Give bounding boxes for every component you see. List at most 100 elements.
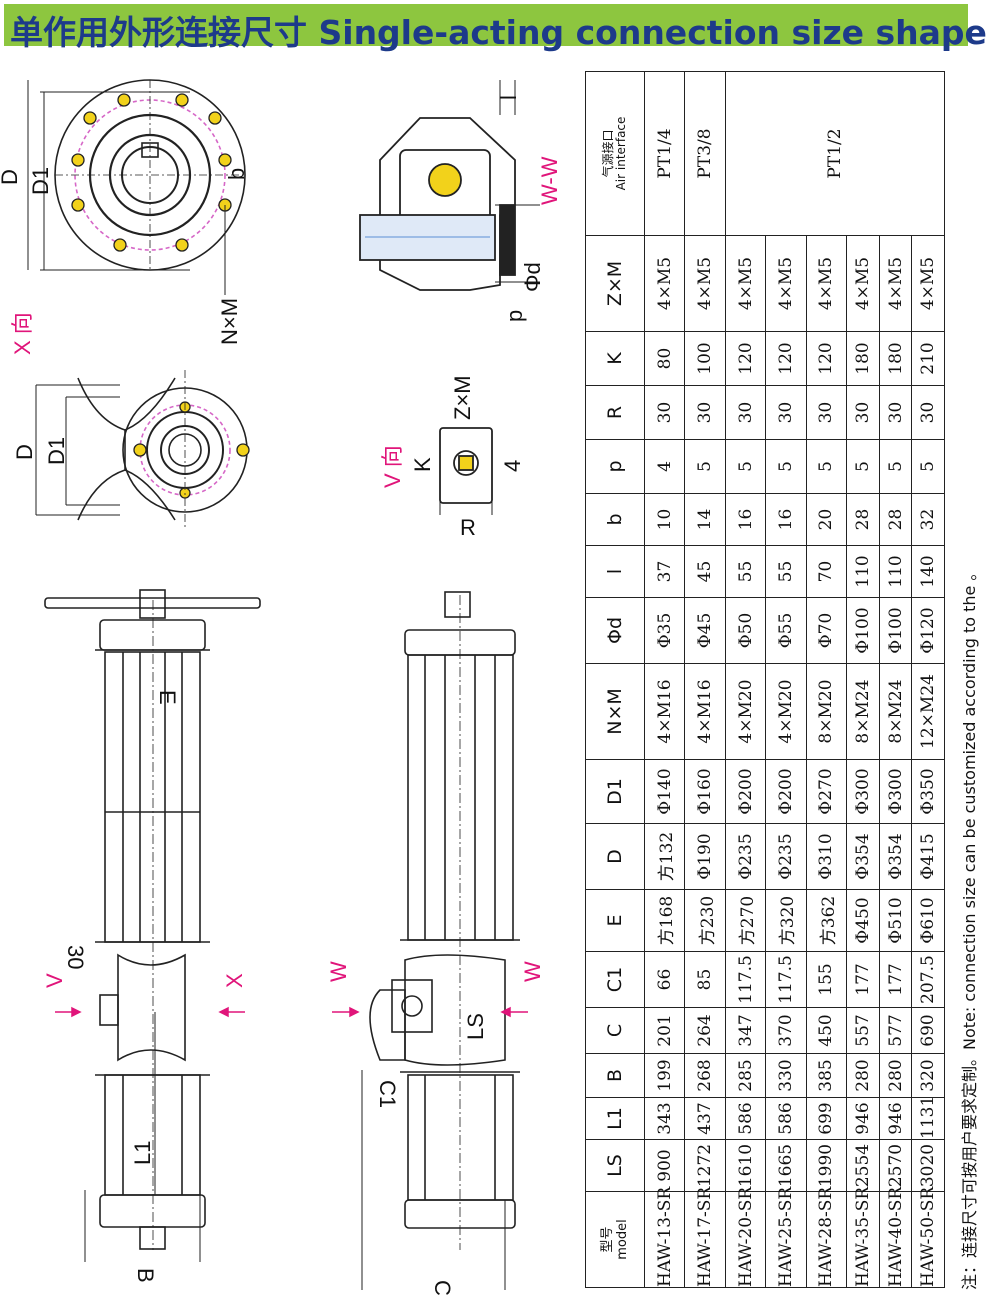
cell-D: Φ415 [911, 823, 945, 890]
label-ZxM: Z×M [450, 375, 475, 420]
cell-E: 方320 [765, 889, 807, 952]
header-l: l [585, 545, 645, 598]
cell-NxM: 4×M16 [684, 663, 726, 760]
cell-LS: 1272 [684, 1139, 726, 1192]
cell-E: 方168 [644, 889, 685, 952]
cell-L1: 586 [765, 1097, 807, 1140]
cell-C1: 207.5 [911, 951, 945, 1008]
label-D1-top: D1 [28, 167, 53, 195]
section-arrows-right [332, 1006, 528, 1018]
actuator-side-view [361, 591, 520, 1290]
cell-LS: 1665 [765, 1139, 807, 1192]
label-W-W: W-W [537, 156, 562, 205]
label-V-direction: V 向 [380, 445, 405, 488]
label-phid: Φd [520, 262, 545, 292]
header-model-en: model [615, 1219, 631, 1260]
actuator-front-view [44, 589, 261, 1262]
cell-p: 5 [684, 439, 726, 494]
cell-R: 30 [879, 385, 912, 440]
cell-b: 16 [765, 493, 807, 546]
label-C1: C1 [375, 1080, 400, 1108]
label-b-top: b [224, 168, 249, 180]
cell-p: 5 [725, 439, 766, 494]
cell-E: 方362 [806, 889, 847, 952]
label-X-direction: X 向 [10, 312, 35, 355]
cell-p: 4 [644, 439, 685, 494]
cell-LS: 2554 [846, 1139, 880, 1192]
cell-air-interface: PT3/8 [684, 71, 726, 236]
cell-phid: Φ100 [879, 597, 912, 664]
header-R: R [585, 385, 645, 440]
v-view [439, 427, 493, 515]
cell-E: Φ450 [846, 889, 880, 952]
cell-D: Φ190 [684, 823, 726, 890]
cell-B: 320 [911, 1053, 945, 1098]
cell-ZxM: 4×M5 [684, 235, 726, 332]
cell-C: 450 [806, 1007, 847, 1054]
cell-C: 370 [765, 1007, 807, 1054]
cell-model: HAW-40-SR [879, 1187, 912, 1288]
cell-D: Φ310 [806, 823, 847, 890]
cell-D1: Φ350 [911, 759, 945, 824]
cell-C: 201 [644, 1007, 685, 1054]
cell-model: HAW-20-SR [725, 1187, 766, 1288]
header-NxM: N×M [585, 663, 645, 760]
cell-C1: 155 [806, 951, 847, 1008]
cell-E: Φ610 [911, 889, 945, 952]
cell-C1: 85 [684, 951, 726, 1008]
cell-phid: Φ35 [644, 597, 685, 664]
label-4: 4 [500, 460, 525, 472]
cell-l: 55 [765, 545, 807, 598]
cell-D1: Φ200 [725, 759, 766, 824]
cell-model: HAW-28-SR [806, 1187, 847, 1288]
cell-C1: 66 [644, 951, 685, 1008]
label-D-side: D [12, 444, 37, 460]
header-C: C [585, 1007, 645, 1054]
cell-B: 385 [806, 1053, 847, 1098]
cell-l: 37 [644, 545, 685, 598]
cell-phid: Φ70 [806, 597, 847, 664]
cell-B: 268 [684, 1053, 726, 1098]
header-ZxM: Z×M [585, 235, 645, 332]
section-arrows-left [55, 1006, 245, 1018]
header-p: p [585, 439, 645, 494]
flange-side-view [35, 370, 250, 530]
cell-model: HAW-35-SR [846, 1187, 880, 1288]
cell-NxM: 8×M24 [846, 663, 880, 760]
header-model-cn: 型号 [600, 1226, 616, 1253]
label-D1-side: D1 [44, 437, 69, 465]
cell-C1: 117.5 [725, 951, 766, 1008]
title-bar: 单作用外形连接尺寸 Single-acting connection size … [4, 4, 987, 52]
cell-R: 30 [806, 385, 847, 440]
cell-b: 28 [879, 493, 912, 546]
cell-E: 方270 [725, 889, 766, 952]
cell-LS: 900 [644, 1139, 685, 1192]
cell-phid: Φ100 [846, 597, 880, 664]
cell-K: 100 [684, 331, 726, 386]
header-air-en: Air interface [614, 116, 629, 191]
cell-p: 5 [846, 439, 880, 494]
header-LS: LS [585, 1139, 645, 1192]
label-W-right: W [520, 961, 545, 982]
cell-phid: Φ120 [911, 597, 945, 664]
label-V-arrow: V [42, 973, 67, 988]
cell-C: 347 [725, 1007, 766, 1054]
cell-C1: 177 [846, 951, 880, 1008]
cell-l: 55 [725, 545, 766, 598]
cell-model: HAW-25-SR [765, 1187, 807, 1288]
cell-D1: Φ160 [684, 759, 726, 824]
cell-model: HAW-17-SR [684, 1187, 726, 1288]
cell-b: 14 [684, 493, 726, 546]
page-title: 单作用外形连接尺寸 Single-acting connection size … [10, 13, 987, 52]
header-b: b [585, 493, 645, 546]
cell-B: 280 [846, 1053, 880, 1098]
cell-b: 28 [846, 493, 880, 546]
cell-D1: Φ200 [765, 759, 807, 824]
cell-model: HAW-50-SR [911, 1187, 945, 1288]
cell-L1: 699 [806, 1097, 847, 1140]
cell-NxM: 4×M20 [765, 663, 807, 760]
